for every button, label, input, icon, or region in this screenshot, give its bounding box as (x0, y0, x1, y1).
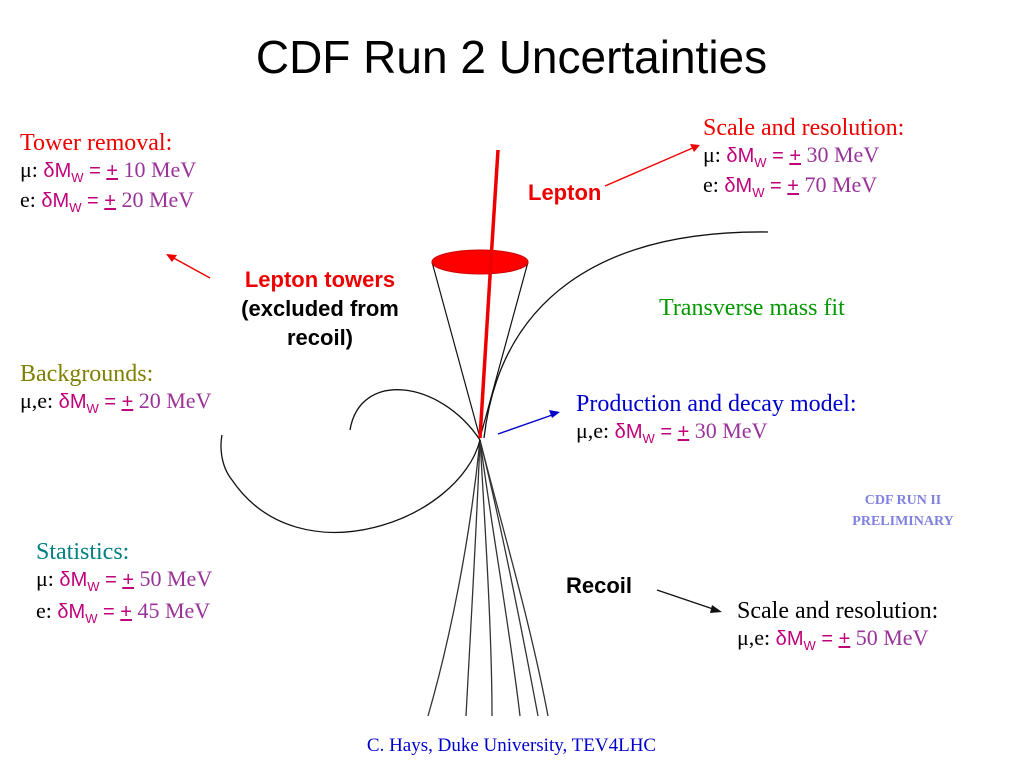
uncertainty-value: 20 MeV (133, 388, 212, 413)
uncertainty-value: 45 MeV (131, 598, 211, 623)
row-prefix: e: (703, 172, 725, 197)
row-prefix: μ,e: (576, 418, 615, 443)
preliminary-stamp: CDF RUN II PRELIMINARY (832, 490, 974, 532)
production-block: Production and decay model: μ,e: δMW = +… (576, 391, 857, 446)
lepton-label: Lepton (528, 180, 602, 205)
tower-removal-row-e: e: δMW = + 20 MeV (20, 187, 196, 215)
lepton-scale-block: Scale and resolution: μ: δMW = + 30 MeV … (703, 115, 904, 200)
uncertainty-value: 10 MeV (118, 157, 197, 182)
footer-credit: C. Hays, Duke University, TEV4LHC (366, 735, 657, 756)
recoil-scale-heading: Scale and resolution: (737, 598, 939, 624)
delta-mw-symbol: δMW = + (43, 160, 118, 185)
tower-removal-block: Tower removal: μ: δMW = + 10 MeV e: δMW … (20, 130, 196, 215)
lepton-towers-label: Lepton towers (excluded from recoil) (220, 265, 420, 352)
curved-tracks (220, 231, 769, 533)
delta-mw-symbol: δMW = + (59, 569, 134, 594)
statistics-heading: Statistics: (36, 539, 130, 565)
recoil-scale-row: μ,e: δMW = + 50 MeV (737, 625, 938, 653)
lepton-scale-row-mu: μ: δMW = + 30 MeV (703, 142, 904, 170)
row-prefix: e: (36, 598, 58, 623)
arrow-tower-removal (166, 254, 211, 279)
uncertainty-value: 70 MeV (798, 172, 878, 197)
row-prefix: μ: (36, 566, 60, 591)
preliminary-line-2: PRELIMINARY (852, 514, 954, 529)
delta-mw-symbol: δMW = + (57, 601, 132, 626)
lepton-scale-heading: Scale and resolution: (703, 115, 905, 141)
row-prefix: μ: (703, 142, 727, 167)
delta-mw-symbol: δMW = + (724, 175, 799, 200)
backgrounds-row: μ,e: δMW = + 20 MeV (20, 388, 211, 416)
lepton-towers-line-1: Lepton towers (244, 267, 396, 292)
tower-removal-row-mu: μ: δMW = + 10 MeV (20, 157, 196, 185)
uncertainty-value: 20 MeV (115, 187, 195, 212)
backgrounds-heading: Backgrounds: (20, 361, 154, 387)
tower-removal-heading: Tower removal: (20, 130, 173, 156)
page-title: CDF Run 2 Uncertainties (255, 31, 768, 83)
statistics-row-e: e: δMW = + 45 MeV (36, 598, 212, 626)
lepton-scale-row-e: e: δMW = + 70 MeV (703, 172, 904, 200)
uncertainty-value: 50 MeV (134, 566, 213, 591)
delta-mw-symbol: δMW = + (775, 628, 851, 653)
statistics-row-mu: μ: δMW = + 50 MeV (36, 566, 212, 594)
production-heading: Production and decay model: (576, 391, 857, 417)
lepton-towers-line-3: recoil) (286, 325, 354, 350)
backgrounds-block: Backgrounds: μ,e: δMW = + 20 MeV (20, 361, 211, 416)
arrow-recoil-scale (656, 589, 722, 613)
arrow-production (497, 410, 560, 435)
row-prefix: μ: (20, 157, 44, 182)
delta-mw-symbol: δMW = + (614, 421, 690, 446)
lepton-tower-ellipse (431, 249, 529, 275)
delta-mw-symbol: δMW = + (58, 391, 134, 416)
row-prefix: μ,e: (737, 625, 776, 650)
uncertainty-value: 30 MeV (801, 142, 880, 167)
preliminary-line-1: CDF RUN II (864, 493, 942, 508)
statistics-block: Statistics: μ: δMW = + 50 MeV e: δMW = +… (36, 539, 212, 626)
recoil-tracks (427, 439, 549, 717)
transverse-mass-fit-label: Transverse mass fit (659, 295, 845, 321)
recoil-label: Recoil (566, 573, 633, 598)
uncertainty-value: 50 MeV (850, 625, 929, 650)
lepton-towers-line-2: (excluded from (241, 296, 399, 321)
delta-mw-symbol: δMW = + (41, 190, 116, 215)
lepton-cone (431, 261, 529, 439)
row-prefix: e: (20, 187, 42, 212)
arrow-lepton-scale (604, 144, 700, 187)
delta-mw-symbol: δMW = + (726, 145, 801, 170)
row-prefix: μ,e: (20, 388, 59, 413)
lepton-track (478, 149, 500, 439)
recoil-scale-block: Scale and resolution: μ,e: δMW = + 50 Me… (737, 598, 938, 653)
uncertainty-value: 30 MeV (689, 418, 768, 443)
production-row: μ,e: δMW = + 30 MeV (576, 418, 857, 446)
